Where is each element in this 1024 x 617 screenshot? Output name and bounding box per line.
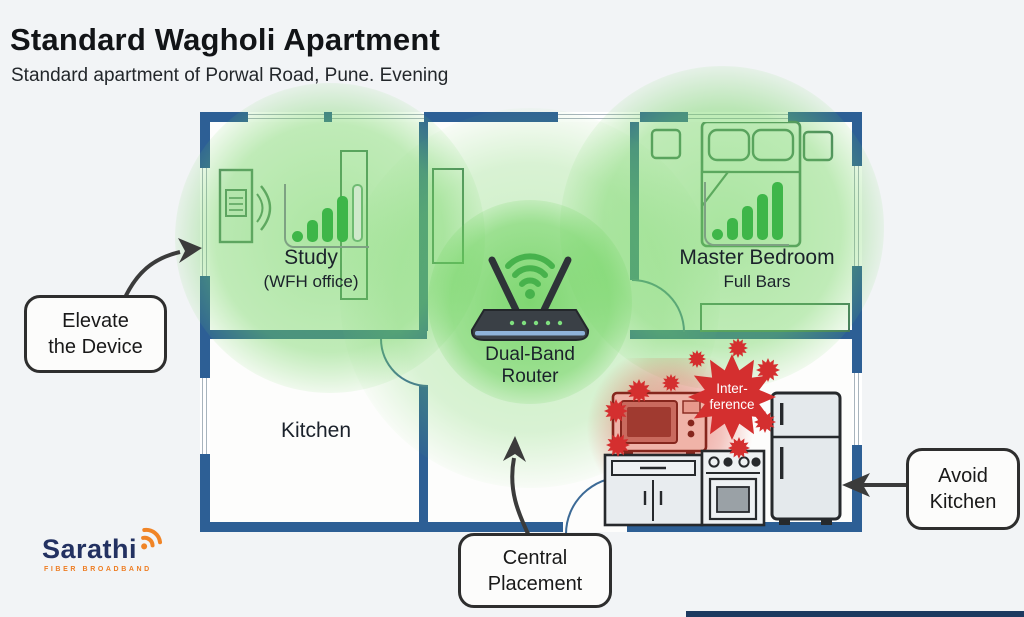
- bar: [757, 194, 768, 240]
- hall-cabinet-icon: [432, 168, 464, 264]
- callout-central: Central Placement: [458, 533, 612, 608]
- page-title: Standard Wagholi Apartment: [10, 22, 441, 57]
- router-icon: [470, 253, 590, 341]
- callout-avoid: Avoid Kitchen: [906, 448, 1020, 530]
- logo-wifi-icon: [141, 527, 163, 550]
- stove-icon: [700, 449, 766, 527]
- page-subtitle: Standard apartment of Porwal Road, Pune.…: [11, 65, 449, 86]
- kitchen-label: Kitchen: [280, 419, 352, 442]
- window-bedroom-right: [852, 166, 862, 266]
- bar: [292, 231, 303, 242]
- bottom-border: [686, 611, 1024, 617]
- study-label: Study (WFH office): [263, 246, 359, 291]
- bar: [307, 220, 318, 242]
- window-living-right: [852, 373, 862, 445]
- fridge-icon: [770, 391, 842, 525]
- window-bedroom-top: [688, 112, 788, 122]
- window-hall-top: [558, 112, 640, 122]
- bar: [322, 208, 333, 242]
- signal-bars-icon: [704, 182, 789, 246]
- wall-hall-bedroom: [630, 122, 639, 280]
- arrow-icon: [121, 238, 202, 303]
- bar: [712, 229, 723, 240]
- desk-icon: [218, 168, 272, 244]
- wall-study-hall: [419, 122, 428, 331]
- router-label: Dual-Band Router: [485, 344, 575, 387]
- brand-logo: Sarathi FIBER BROADBAND: [42, 527, 163, 573]
- counter-icon: [603, 453, 704, 527]
- bar: [727, 218, 738, 240]
- wall-kitchen-top: [210, 330, 427, 339]
- window-kitchen-left: [200, 378, 210, 454]
- bar: [742, 206, 753, 240]
- callout-elevate: Elevate the Device: [24, 295, 167, 373]
- bar: [352, 184, 363, 242]
- bar: [772, 182, 783, 240]
- wall-kitchen-right: [419, 385, 428, 524]
- logo-text: Sarathi: [42, 534, 138, 564]
- signal-bars-icon: [284, 184, 369, 248]
- logo-tagline: FIBER BROADBAND: [44, 566, 152, 573]
- window-study-top-2: [332, 112, 424, 122]
- microwave-icon: [611, 391, 708, 456]
- arrow-icon: [503, 436, 532, 539]
- wifi-icon: [505, 253, 555, 299]
- dresser-icon: [700, 303, 850, 332]
- bedroom-label: Master Bedroom Full Bars: [679, 246, 835, 291]
- window-study-top-1: [248, 112, 324, 122]
- bar: [337, 196, 348, 242]
